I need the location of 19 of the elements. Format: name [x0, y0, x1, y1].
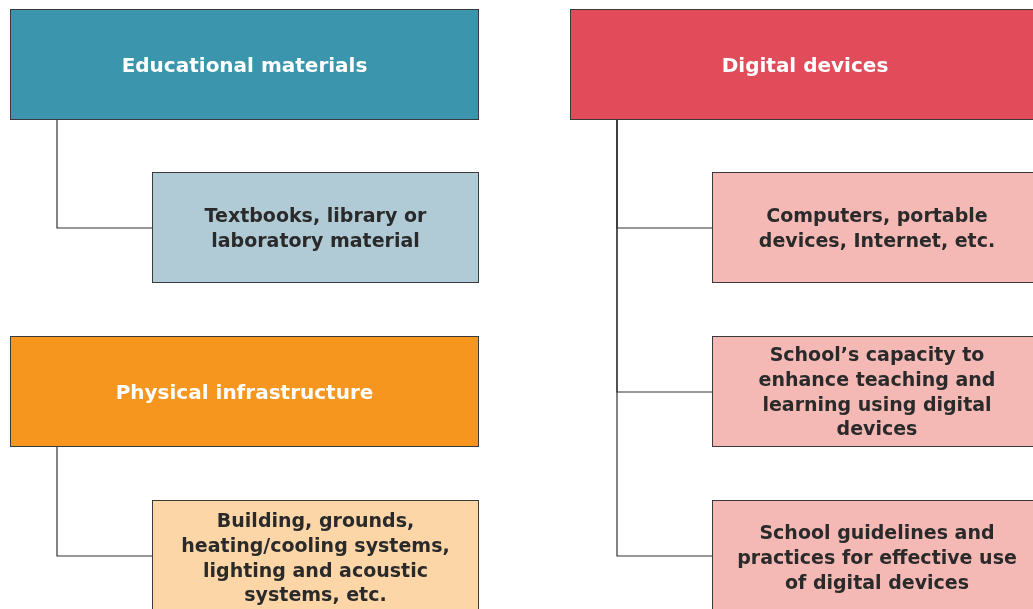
item-text: Computers, portable devices, Internet, etc.	[757, 202, 997, 253]
connector-line	[616, 119, 713, 557]
item-box	[152, 172, 479, 283]
connector-line	[56, 446, 153, 557]
connector-line	[56, 119, 153, 229]
item-text: School’s capacity to enhance teaching and learning using digital devices	[757, 342, 997, 441]
item-text: School guidelines and practices for effective use of digital devices	[736, 520, 1018, 595]
category-title: Educational materials	[121, 51, 368, 78]
category-box	[570, 9, 1033, 120]
item-box	[712, 500, 1033, 609]
item-box	[152, 500, 479, 609]
item-text: Building, grounds, heating/cooling systems, lighting and acoustic systems, etc.	[180, 508, 451, 607]
category-box	[10, 9, 479, 120]
item-box	[712, 172, 1033, 283]
item-box	[712, 336, 1033, 447]
category-box	[10, 336, 479, 447]
item-text: Textbooks, library or laboratory material	[203, 202, 428, 253]
category-title: Digital devices	[721, 51, 889, 78]
category-title: Physical infrastructure	[115, 378, 374, 405]
